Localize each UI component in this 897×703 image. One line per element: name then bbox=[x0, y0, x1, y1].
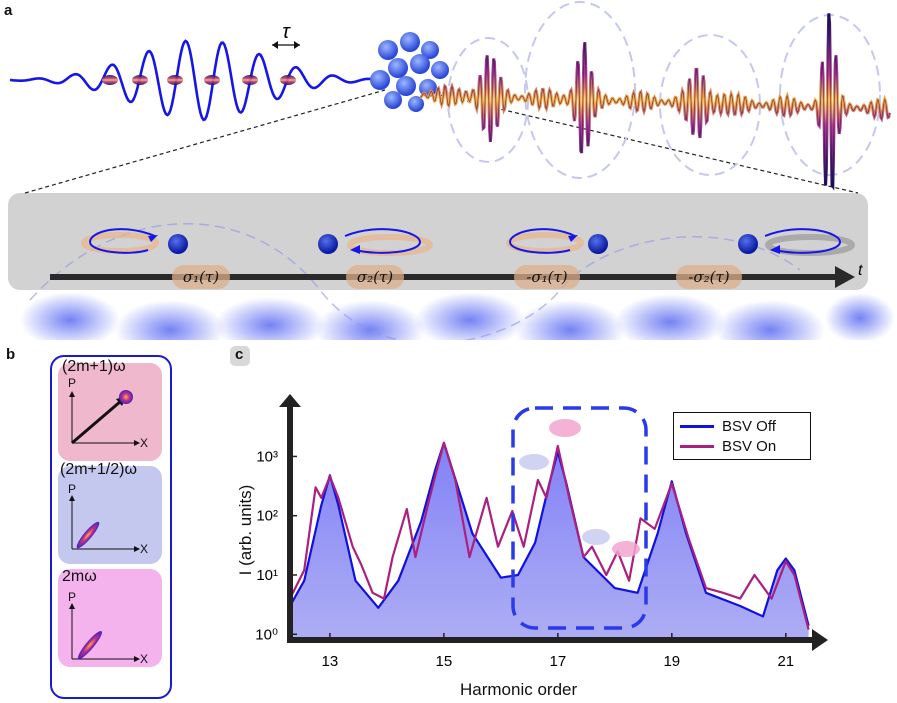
highlight-box bbox=[511, 406, 648, 630]
y-axis-arrowhead bbox=[279, 394, 301, 407]
panel-c-letter-bg bbox=[230, 346, 250, 366]
blur-field bbox=[20, 292, 895, 340]
legend-label-off: BSV Off bbox=[722, 417, 776, 435]
state-box-half bbox=[58, 466, 162, 564]
legend-label-on: BSV On bbox=[722, 437, 777, 455]
atom-cluster bbox=[370, 32, 449, 112]
x-axis-2: X bbox=[140, 542, 149, 556]
sigma-pill-4: -σ₂(τ) bbox=[676, 265, 742, 289]
panel-a-letter: a bbox=[4, 2, 13, 19]
panel-b-letter: b bbox=[6, 346, 16, 363]
phase-space-diagrams bbox=[69, 390, 140, 662]
legend-swatch-on bbox=[680, 444, 714, 448]
p-axis-1: P bbox=[68, 376, 77, 390]
x-tick-label-17: 17 bbox=[550, 653, 567, 670]
trajectory-3 bbox=[506, 228, 608, 254]
x-tick-label-13: 13 bbox=[322, 653, 339, 670]
p-axis-2: P bbox=[68, 482, 77, 496]
marker-17-5 bbox=[582, 529, 610, 545]
p-axis-3: P bbox=[68, 590, 77, 604]
trajectory-1 bbox=[81, 228, 188, 254]
marker-16-5 bbox=[519, 454, 549, 470]
marker-18 bbox=[612, 541, 640, 557]
trajectory-2 bbox=[318, 228, 433, 256]
sigma-pill-1: σ₁(τ) bbox=[172, 265, 230, 289]
legend-item-on: BSV On bbox=[680, 437, 776, 455]
y-tick-label-2: 10² bbox=[256, 508, 278, 525]
x-axis-1: X bbox=[140, 436, 149, 450]
y-tick-label-1: 10¹ bbox=[256, 567, 278, 584]
legend-swatch-off bbox=[680, 424, 714, 428]
x-axis-title: Harmonic order bbox=[460, 680, 578, 699]
panel-c-letter: c bbox=[235, 346, 244, 363]
tau-label: τ bbox=[282, 21, 291, 43]
x-axis-3: X bbox=[140, 652, 149, 666]
time-label: t bbox=[858, 262, 863, 279]
series-area-bsv-off bbox=[290, 442, 809, 640]
y-tick-label-3: 10³ bbox=[256, 448, 278, 465]
y-axis-title: I (arb. units) bbox=[236, 484, 255, 576]
x-tick-label-21: 21 bbox=[777, 653, 794, 670]
legend: BSV Off BSV On bbox=[673, 412, 811, 460]
panel-b-frame bbox=[50, 355, 172, 699]
series-line-bsv-off bbox=[289, 441, 810, 626]
trajectory-4 bbox=[738, 228, 855, 256]
state-label-even: 2mω bbox=[62, 568, 97, 585]
x-axis-arrowhead bbox=[812, 629, 828, 651]
state-label-half: (2m+1/2)ω bbox=[60, 461, 137, 478]
panel-a-graphic: τ bbox=[8, 1, 895, 340]
legend-item-off: BSV Off bbox=[680, 417, 776, 435]
state-box-even bbox=[58, 569, 162, 667]
marker-17 bbox=[549, 419, 581, 437]
sigma-pill-3: -σ₁(τ) bbox=[514, 265, 580, 289]
x-tick-label-15: 15 bbox=[436, 653, 453, 670]
sigma-pill-2: σ₂(τ) bbox=[346, 265, 404, 289]
y-tick-label-0: 10⁰ bbox=[255, 626, 278, 643]
series-line-bsv-on bbox=[289, 441, 810, 630]
state-label-odd: (2m+1)ω bbox=[62, 358, 126, 375]
x-tick-label-19: 19 bbox=[663, 653, 680, 670]
driving-wave bbox=[9, 39, 380, 122]
